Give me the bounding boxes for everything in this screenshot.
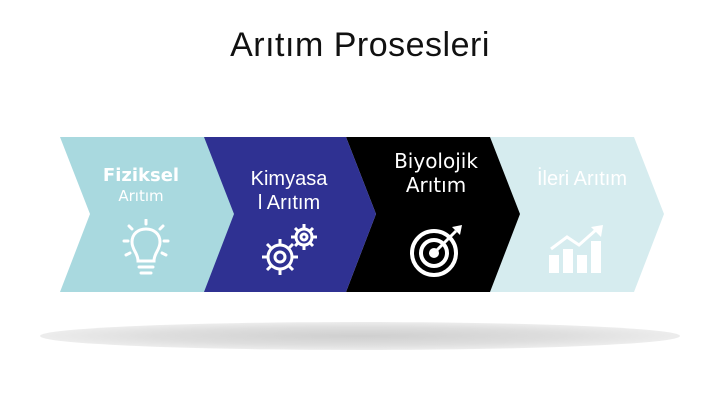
step-kimyasal-aritim[interactable]: Kimyasa l Arıtım <box>202 137 376 292</box>
step-label-line2: l Arıtım <box>257 192 321 214</box>
step-fiziksel-aritim[interactable]: Fiziksel Arıtım <box>60 137 234 292</box>
step-label: Kimyasa l Arıtım <box>234 167 344 215</box>
gears-icon <box>262 224 317 275</box>
target-icon <box>410 225 462 277</box>
step-ileri-aritim[interactable]: İleri Arıtım <box>482 137 664 292</box>
page-title: Arıtım Prosesleri <box>230 26 490 64</box>
step-label-line2: Arıtım <box>118 186 164 205</box>
lightbulb-icon <box>122 219 170 275</box>
step-label-line2: Arıtım <box>405 173 467 197</box>
step-label-line1: Kimyasa <box>250 168 328 190</box>
step-biyolojik-aritim[interactable]: Biyolojik Arıtım <box>346 137 520 292</box>
step-label: Biyolojik Arıtım <box>376 149 496 197</box>
floor-shadow <box>40 322 680 350</box>
growth-chart-icon <box>549 225 603 273</box>
chevron-shape <box>346 137 520 292</box>
step-label: İleri Arıtım <box>502 167 662 191</box>
chevron-shape <box>482 137 664 292</box>
chevron-shape <box>60 137 234 292</box>
step-label-line1: Fiziksel <box>102 165 180 186</box>
step-label: Fiziksel Arıtım <box>86 165 196 205</box>
step-label-line1: İleri Arıtım <box>536 168 627 190</box>
step-label-line1: Biyolojik <box>394 149 478 173</box>
chevron-shape <box>202 137 376 292</box>
